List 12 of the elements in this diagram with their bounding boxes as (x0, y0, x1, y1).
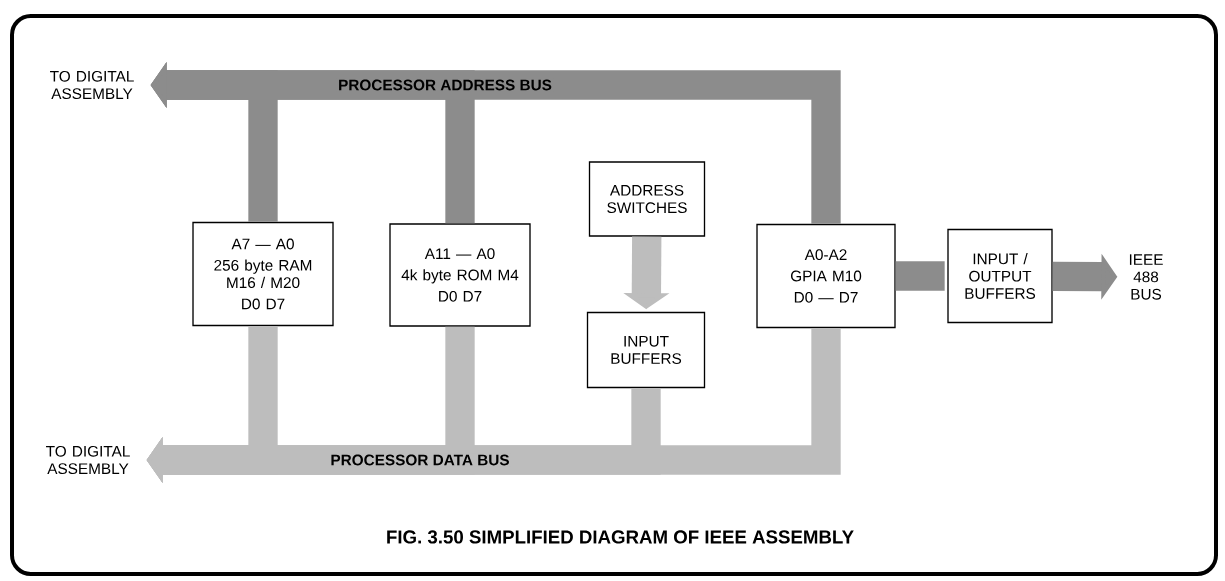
destination-label: TO DIGITAL ASSEMBLY (50, 70, 134, 100)
destination-label: IEEE 488 BUS (1129, 254, 1163, 300)
block-box: INPUT BUFFERS (586, 311, 706, 389)
block-box: A7 — A0 256 byte RAM M16 / M20 D0 D7 (192, 221, 334, 327)
block-box: ADDRESS SWITCHES (588, 161, 706, 237)
destination-label: TO DIGITAL ASSEMBLY (46, 445, 130, 475)
block-box: A0-A2 GPIA M10 D0 — D7 (756, 223, 896, 329)
block-box: INPUT / OUTPUT BUFFERS (947, 228, 1053, 324)
figure-caption: FIG. 3.50 SIMPLIFIED DIAGRAM OF IEEE ASSEMBLY (387, 530, 854, 544)
bus-label: PROCESSOR DATA BUS (329, 453, 511, 467)
bus-label: PROCESSOR ADDRESS BUS (336, 78, 554, 92)
block-box: A11 — A0 4k byte ROM M4 D0 D7 (389, 223, 531, 327)
